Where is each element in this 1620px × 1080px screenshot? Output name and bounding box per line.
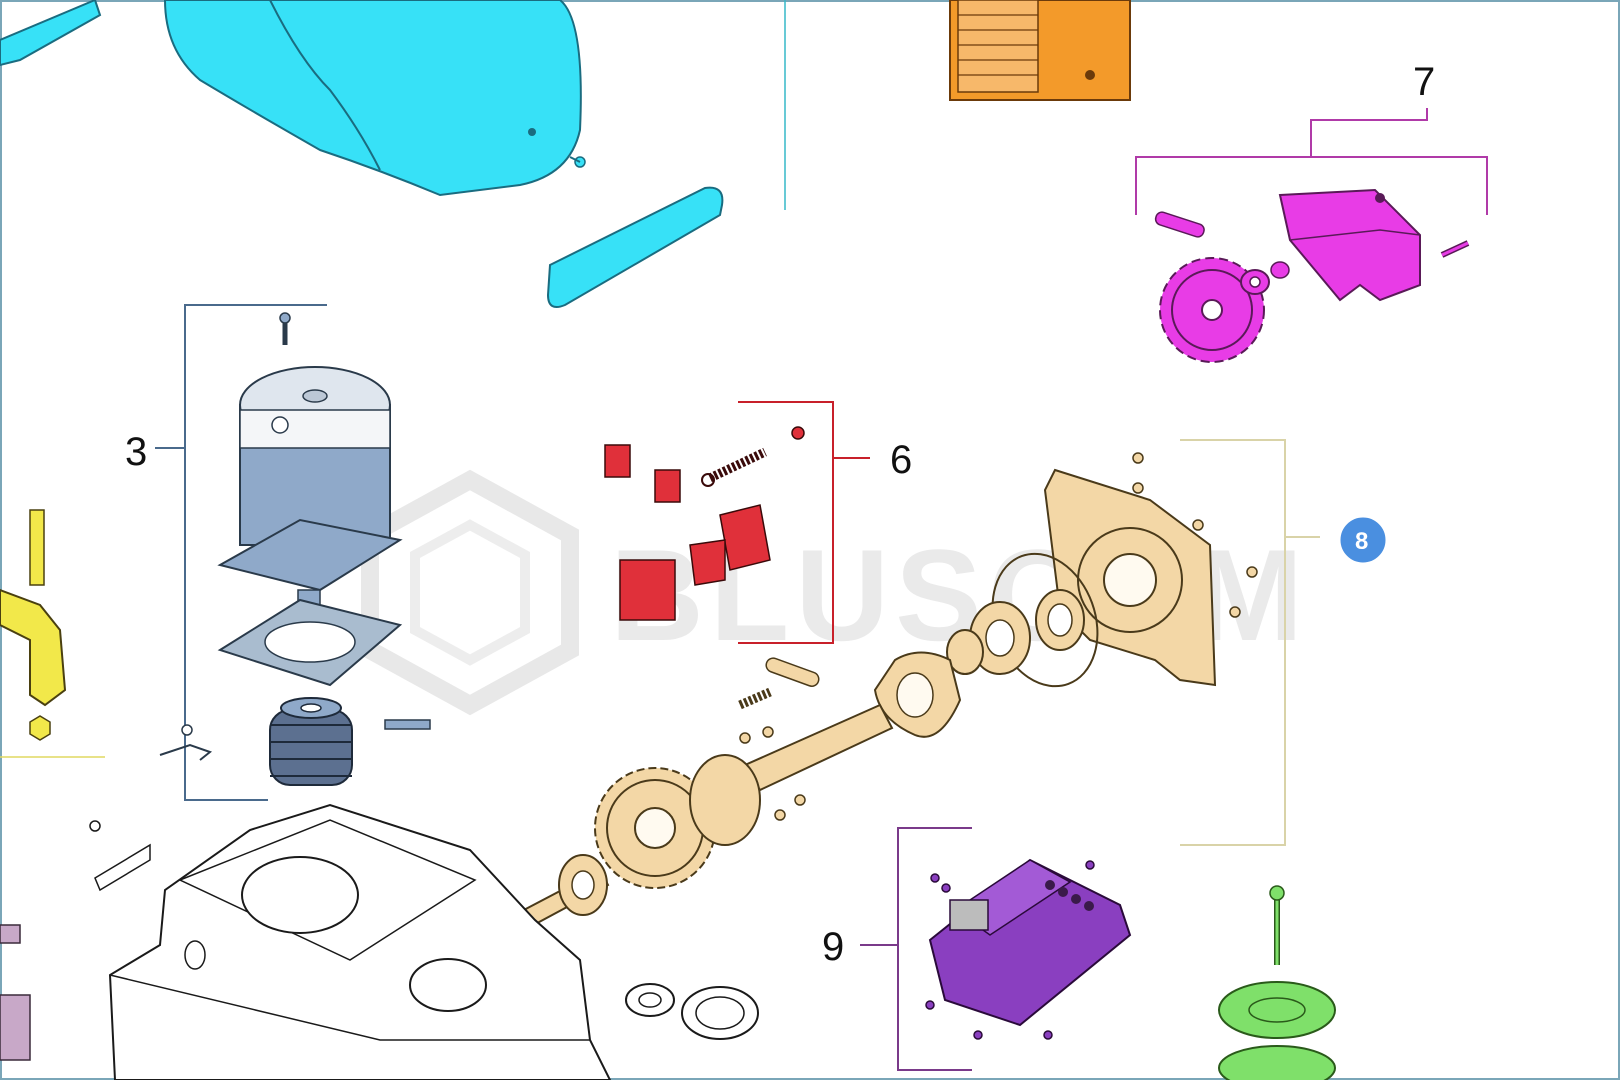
board-screws-icon xyxy=(925,860,1095,1040)
bracket-group-7 xyxy=(1135,108,1488,215)
gearbox-housing-icon[interactable] xyxy=(108,803,612,1080)
group-9: 9 xyxy=(822,827,1132,1071)
main-gear-icon[interactable] xyxy=(594,754,761,889)
housing-washers-icon xyxy=(625,983,759,1040)
cone-hub-icon xyxy=(873,651,962,738)
fan-grille-screw xyxy=(1085,70,1095,80)
pinion-pin-icon xyxy=(1154,211,1205,238)
pinion-washer-icon xyxy=(1240,261,1290,295)
cover-screw-icon xyxy=(569,156,586,168)
motor-screw-icon xyxy=(279,312,291,345)
bracket-group-8 xyxy=(1180,439,1320,846)
group-6: 6 xyxy=(604,401,912,644)
watermark-hexagon-inner-icon xyxy=(410,519,530,666)
cover-body xyxy=(163,0,582,197)
gear-bearing-icon xyxy=(558,854,608,916)
clutch-spring-icon xyxy=(738,687,772,710)
shaft-key-icon xyxy=(765,657,820,687)
worm-screw-icon[interactable] xyxy=(269,697,353,786)
housing-side-hole xyxy=(184,940,206,970)
callout-8-badge[interactable]: 8 xyxy=(1337,514,1389,566)
cover-screw-hole xyxy=(528,128,536,136)
motor-gasket-icon xyxy=(217,598,403,687)
housing-shaft-bore xyxy=(409,958,487,1012)
bracket-group-6 xyxy=(738,401,870,644)
limit-screw-icon xyxy=(791,426,805,440)
callout-8: 8 xyxy=(1355,528,1368,555)
motor-clip-icon xyxy=(159,724,213,761)
flange-screws-icon xyxy=(739,452,1258,821)
board-terminals xyxy=(1045,880,1094,911)
pinion-gear-icon[interactable] xyxy=(1159,257,1265,363)
housing-bracket-icon xyxy=(89,820,151,892)
control-board-icon[interactable] xyxy=(928,858,1132,1027)
limit-switch-icon[interactable] xyxy=(604,444,771,621)
housing-worm-bore xyxy=(241,856,359,934)
flange-icon[interactable] xyxy=(1043,468,1217,687)
left-edge-parts-icon xyxy=(0,924,31,1061)
watermark-hexagon-icon xyxy=(361,469,579,716)
lever-nut xyxy=(29,715,51,741)
cover-seam xyxy=(269,0,381,171)
oil-seal-icon xyxy=(1035,589,1085,651)
bearing-icon xyxy=(946,601,1031,675)
callout-3[interactable]: 3 xyxy=(125,430,147,474)
base-plate-icon[interactable] xyxy=(1218,885,1336,1080)
pinion-housing-icon[interactable] xyxy=(1278,188,1421,302)
group-8: 8 xyxy=(518,439,1389,930)
fan-grille-mesh xyxy=(957,0,1039,93)
fan-grille-slats xyxy=(958,14,1038,76)
board-transformer xyxy=(949,899,989,931)
limit-spring-icon xyxy=(701,447,767,487)
motor-band xyxy=(239,409,391,449)
callout-6[interactable]: 6 xyxy=(890,438,912,482)
lever-bolt xyxy=(29,509,45,586)
release-lever-icon[interactable] xyxy=(0,509,67,741)
bracket-group-9 xyxy=(860,827,972,1071)
fan-grille-icon[interactable] xyxy=(949,0,1131,101)
cover-left-strip xyxy=(0,0,102,67)
group-7: 7 xyxy=(1135,60,1488,363)
callout-9[interactable]: 9 xyxy=(822,925,844,969)
motor-icon[interactable] xyxy=(239,366,391,546)
pinion-screw-icon xyxy=(1440,240,1470,258)
cover-icon[interactable] xyxy=(0,0,582,197)
callout-7[interactable]: 7 xyxy=(1413,60,1435,104)
cover-handle-icon[interactable] xyxy=(546,186,724,308)
badge-circle xyxy=(1337,514,1389,566)
worm-key-icon xyxy=(384,719,431,730)
bracket-group-3 xyxy=(155,304,327,801)
group-3: 3 xyxy=(125,304,431,801)
